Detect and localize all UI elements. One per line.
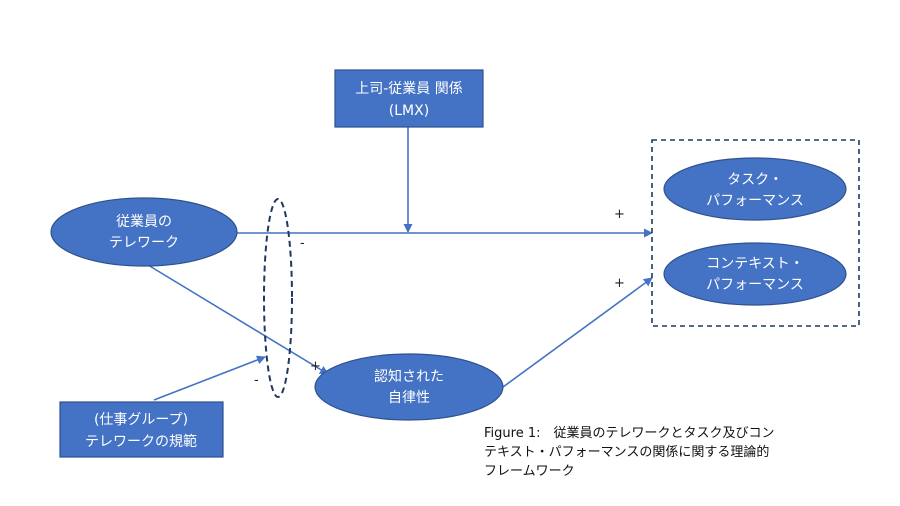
autonomy-label-line1: 認知された	[374, 368, 444, 385]
task-performance-label-line1: タスク・	[727, 172, 783, 188]
norm-label-line1: (仕事グループ)	[94, 412, 188, 428]
arrow-telework-to-autonomy	[147, 264, 329, 375]
figure-caption: Figure 1: 従業員のテレワークとタスク及びコン テキスト・パフォーマンス…	[484, 424, 864, 481]
norm-label-line2: テレワークの規範	[85, 433, 197, 450]
moderation-ellipse	[263, 198, 293, 398]
autonomy-label-line2: 自律性	[388, 390, 430, 406]
task-performance-node: タスク・ パフォーマンス	[663, 157, 847, 221]
contextual-performance-label-line2: パフォーマンス	[706, 277, 804, 293]
telework-node: 従業員の テレワーク	[50, 197, 238, 267]
sign-telework-autonomy: +	[310, 359, 321, 374]
lmx-label-line1: 上司-従業員 関係	[355, 81, 463, 97]
lmx-node: 上司-従業員 関係 (LMX)	[334, 69, 484, 128]
sign-norm-moderation: -	[254, 373, 259, 388]
caption-line3: フレームワーク	[484, 464, 575, 479]
telework-label-line1: 従業員の	[116, 214, 172, 230]
sign-autonomy-performance: +	[614, 276, 625, 291]
telework-label-line2: テレワーク	[109, 235, 179, 251]
arrow-norm-to-path	[153, 355, 266, 401]
sign-telework-performance: +	[614, 207, 625, 222]
contextual-performance-node: コンテキスト・ パフォーマンス	[663, 242, 847, 306]
arrow-autonomy-to-performance	[502, 277, 653, 388]
caption-line1: Figure 1: 従業員のテレワークとタスク及びコン	[484, 426, 775, 441]
contextual-performance-label-line1: コンテキスト・	[706, 256, 804, 272]
sign-moderation-main: -	[300, 236, 305, 251]
performance-group-outline	[651, 139, 860, 327]
autonomy-node: 認知された 自律性	[314, 353, 504, 421]
telework-norm-node: (仕事グループ) テレワークの規範	[59, 401, 224, 458]
lmx-label-line2: (LMX)	[389, 103, 429, 119]
task-performance-label-line2: パフォーマンス	[706, 193, 804, 209]
caption-line2: テキスト・パフォーマンスの関係に関する理論的	[484, 445, 770, 460]
